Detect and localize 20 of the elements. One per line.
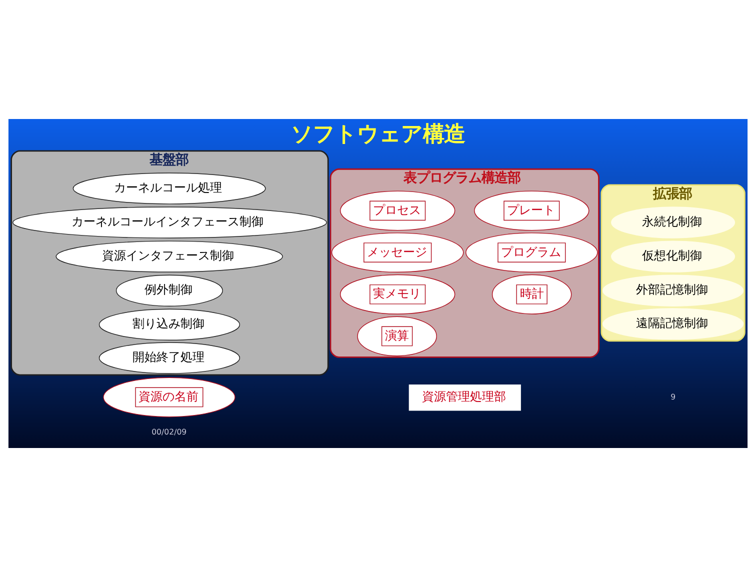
node-ellipse: 遠隔記憶制御 (602, 308, 744, 340)
node-ellipse: 時計 (492, 274, 572, 314)
node-ellipse: 演算 (357, 316, 437, 356)
node-ellipse: 仮想化制御 (611, 240, 736, 272)
node-ellipse: 開始終了処理 (98, 342, 240, 374)
node-ellipse: 資源インタフェース制御 (56, 240, 283, 272)
node-ellipse: カーネルコール処理 (72, 172, 266, 204)
node-box: 資源管理処理部 (408, 384, 521, 411)
node-ellipse: 例外制御 (116, 274, 223, 306)
node-ellipse: プログラム (466, 232, 598, 272)
node-ellipse: プレート (474, 190, 590, 231)
node-ellipse: カーネルコールインタフェース制御 (12, 206, 327, 238)
diagram-title: ソフトウェア構造 (291, 122, 466, 147)
node-ellipse: 実メモリ (340, 274, 456, 314)
node-ellipse: プロセス (340, 190, 456, 231)
node-ellipse: 割り込み制御 (98, 308, 240, 340)
node-ellipse: メッセージ (331, 232, 464, 272)
node-ellipse: 永続化制御 (611, 206, 736, 238)
node-ellipse: 外部記憶制御 (602, 274, 744, 306)
node-ellipse: 資源の名前 (103, 377, 236, 418)
